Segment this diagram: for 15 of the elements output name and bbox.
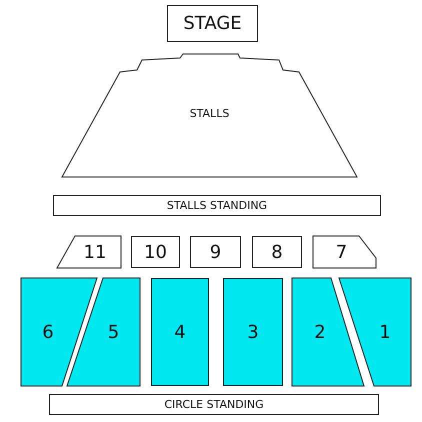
seating-block: 3 [223,278,283,386]
seating-block: 2 [292,278,364,386]
standing-area: CIRCLE STANDING [49,394,379,415]
seating-block: 10 [131,236,180,268]
seating-block: 4 [151,278,209,386]
standing-area: STALLS STANDING [53,195,381,216]
seating-block: 9 [190,236,241,268]
seating-block: 1 [339,278,411,386]
seating-block: 5 [67,278,140,386]
seating-block: 6 [21,278,97,386]
stage-box: STAGE [167,5,258,42]
seating-block: 11 [57,236,121,268]
seating-block: 7 [313,236,376,268]
stalls-area: STALLS [62,54,357,177]
seating-block: 8 [252,236,302,268]
